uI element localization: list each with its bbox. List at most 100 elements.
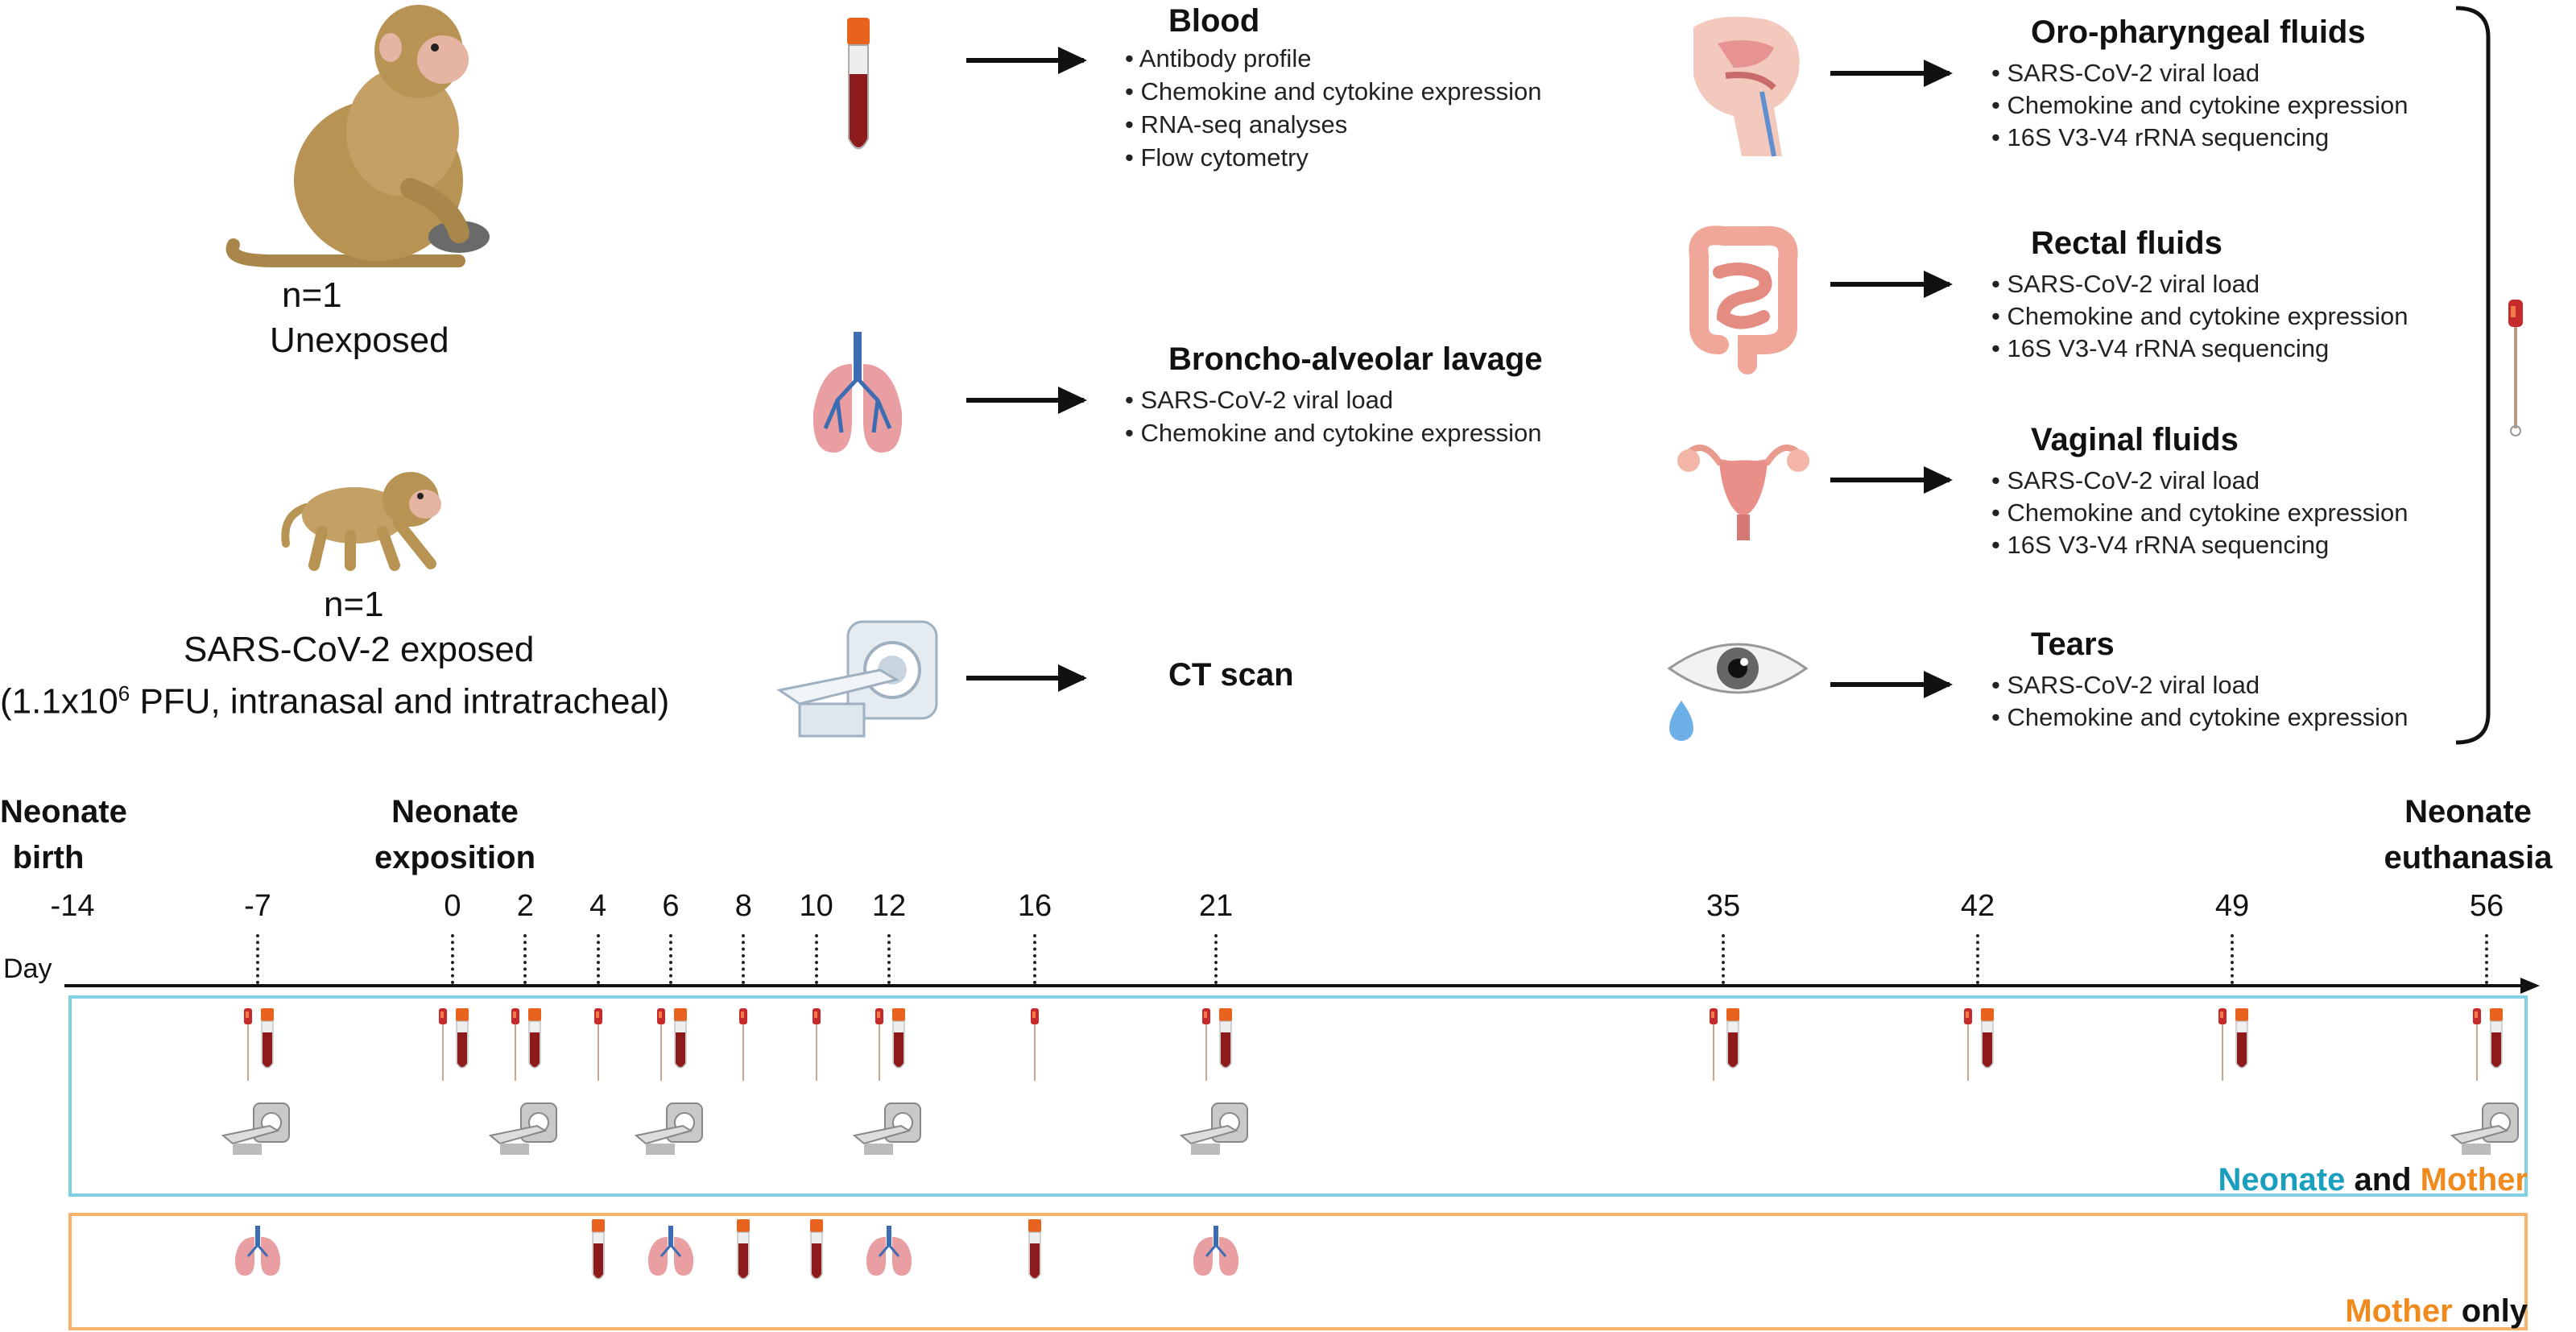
- blood-tube-mark: [1726, 1008, 1739, 1069]
- tick-label-day: 2: [516, 889, 534, 923]
- tick-label-day: 42: [1960, 889, 1995, 923]
- adult-monkey-icon: [225, 5, 490, 267]
- blood-tube-mark: [1219, 1008, 1232, 1069]
- timeline-axis-arrowhead: [2520, 978, 2540, 994]
- vaginal-arrow: [1830, 466, 1953, 494]
- swab-icon: [2508, 300, 2523, 436]
- blood-item: • RNA-seq analyses: [1125, 110, 1348, 139]
- oropharyngeal-title: Oro-pharyngeal fluids: [2031, 14, 2366, 50]
- oropharynx-icon: [1693, 16, 1800, 157]
- tick-dotted-line: [596, 934, 600, 984]
- swab-mark: [244, 1008, 252, 1081]
- blood-arrow: [966, 47, 1087, 74]
- tick-label-day: 10: [799, 889, 833, 923]
- tears-item: • Chemokine and cytokine expression: [1991, 703, 2409, 731]
- blood-tube-mark: [528, 1008, 542, 1069]
- tick-label-day: 21: [1198, 889, 1234, 923]
- tick-label-day: 6: [662, 889, 680, 923]
- blood-tube-mark: [591, 1219, 605, 1280]
- tears-item: • SARS-CoV-2 viral load: [1991, 671, 2260, 699]
- blood-tube-mark: [261, 1008, 274, 1069]
- infant-monkey-icon: [281, 472, 441, 571]
- ct-scanner-icon: [776, 620, 938, 738]
- blood-item: • Flow cytometry: [1125, 143, 1309, 172]
- uterus-icon: [1677, 445, 1809, 540]
- ct-scan-mark: [634, 1102, 703, 1155]
- vaginal-item: • SARS-CoV-2 viral load: [1991, 466, 2260, 494]
- tears-title: Tears: [2031, 627, 2115, 662]
- timeline-axis: [64, 984, 2524, 987]
- tears-arrow: [1830, 671, 1953, 698]
- tick-dotted-line: [742, 934, 746, 984]
- bal-item: • SARS-CoV-2 viral load: [1125, 386, 1394, 414]
- dose-prefix: (1.1x10: [0, 681, 118, 722]
- legend-mother: Mother: [2345, 1293, 2453, 1329]
- blood-tube-mark: [809, 1219, 823, 1280]
- rectal-item: • 16S V3-V4 rRNA sequencing: [1991, 334, 2330, 362]
- tick-dotted-line: [2485, 934, 2488, 984]
- oropharyngeal-arrow: [1830, 60, 1953, 87]
- tick-label-day: 8: [734, 889, 752, 923]
- bal-title: Broncho-alveolar lavage: [1168, 341, 1543, 377]
- blood-tube-icon: [847, 18, 870, 150]
- tick-dotted-line: [256, 934, 259, 984]
- dose-suffix: PFU, intranasal and intratracheal): [130, 681, 670, 722]
- tick-dotted-line: [1214, 934, 1218, 984]
- tick-dotted-line: [451, 934, 454, 984]
- dose-exponent: 6: [118, 681, 130, 705]
- swab-mark: [593, 1008, 602, 1081]
- bal-arrow: [966, 387, 1087, 414]
- subject-unexposed-count: n=1: [282, 275, 342, 315]
- subject-exposed-dose: (1.1x106 PFU, intranasal and intratrache…: [0, 670, 669, 726]
- tick-label-day: -7: [244, 889, 271, 923]
- legend-and: and: [2345, 1162, 2421, 1198]
- swab-mark: [2218, 1008, 2227, 1081]
- swab-mark: [739, 1008, 748, 1081]
- intestine-icon: [1689, 225, 1798, 374]
- bal-item: • Chemokine and cytokine expression: [1125, 419, 1542, 447]
- swab-mark: [2473, 1008, 2481, 1081]
- blood-title: Blood: [1168, 3, 1260, 39]
- blood-tube-mark: [456, 1008, 469, 1069]
- blood-tube-mark: [1981, 1008, 1994, 1069]
- blood-tube-mark: [674, 1008, 687, 1069]
- bal-lungs-mark: [647, 1226, 694, 1276]
- ct-scan-mark: [489, 1102, 558, 1155]
- tick-dotted-line: [1722, 934, 1725, 984]
- oropharyngeal-item: • 16S V3-V4 rRNA sequencing: [1991, 123, 2330, 151]
- tick-dotted-line: [1976, 934, 1979, 984]
- swab-mark: [511, 1008, 520, 1081]
- subject-exposed-label: SARS-CoV-2 exposed: [184, 630, 535, 669]
- vaginal-item: • 16S V3-V4 rRNA sequencing: [1991, 531, 2330, 559]
- tick-label-day: -14: [50, 889, 95, 923]
- tick-dotted-line: [887, 934, 891, 984]
- tick-dotted-line: [1033, 934, 1036, 984]
- axis-day-label: Day: [3, 953, 52, 984]
- neonate-and-mother-box: [68, 995, 2528, 1197]
- blood-tube-mark: [1028, 1219, 1041, 1280]
- swab-mark: [1031, 1008, 1039, 1081]
- tick-label-day: 0: [444, 889, 461, 923]
- legend-mother-only: Mother only: [2345, 1293, 2528, 1330]
- tick-label-day: 4: [589, 889, 607, 923]
- subject-exposed-count: n=1: [324, 585, 384, 624]
- tick-dotted-line: [523, 934, 527, 984]
- tick-label-day: 12: [871, 889, 907, 923]
- ct-scan-mark: [2450, 1102, 2519, 1155]
- right-bracket: [2455, 6, 2491, 745]
- subject-unexposed-label: Unexposed: [270, 321, 449, 360]
- blood-tube-mark: [737, 1219, 750, 1280]
- tick-label-day: 56: [2469, 889, 2504, 923]
- blood-item: • Antibody profile: [1125, 44, 1312, 72]
- oropharyngeal-item: • SARS-CoV-2 viral load: [1991, 59, 2260, 87]
- vaginal-title: Vaginal fluids: [2031, 422, 2239, 457]
- swab-mark: [875, 1008, 883, 1081]
- legend-neonate: Neonate: [2218, 1162, 2346, 1198]
- ct-arrow: [966, 664, 1087, 692]
- legend-neonate-and-mother: Neonate and Mother: [2218, 1162, 2528, 1198]
- rectal-arrow: [1830, 271, 1953, 298]
- mother-only-box: [68, 1213, 2528, 1330]
